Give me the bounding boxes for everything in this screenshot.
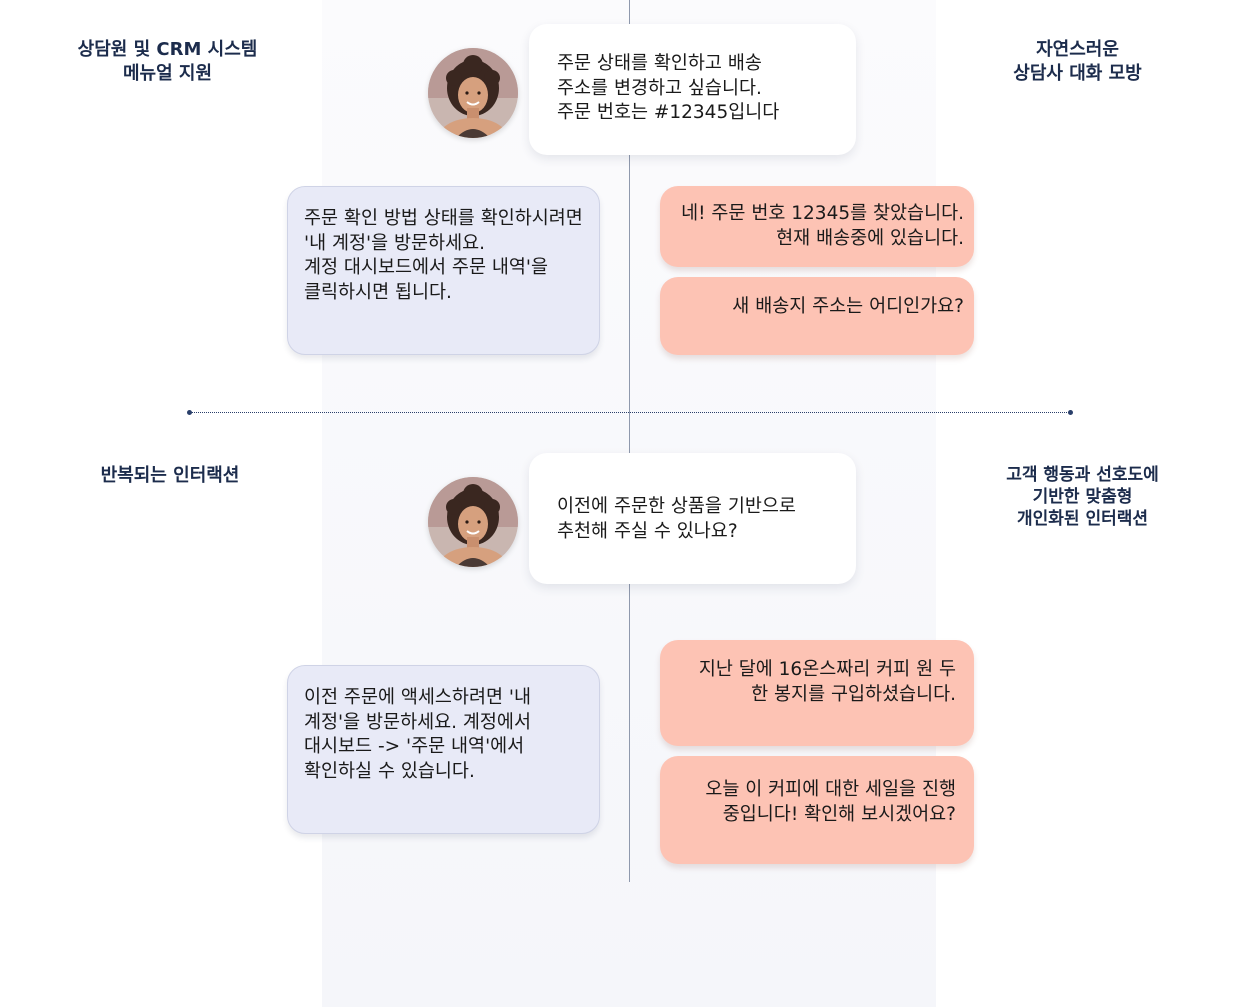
person-icon xyxy=(428,48,518,138)
label-top-right: 자연스러운 상담사 대화 모방 xyxy=(1013,39,1142,84)
label-bottom-left: 반복되는 인터랙션 xyxy=(100,465,240,486)
agent-response-bottom-2: 오늘 이 커피에 대한 세일을 진행 중입니다! 확인해 보시겠어요? xyxy=(660,756,974,864)
label-top-left: 상담원 및 CRM 시스템 메뉴얼 지원 xyxy=(77,39,258,84)
manual-response-bottom: 이전 주문에 액세스하려면 '내 계정'을 방문하세요. 계정에서 대시보드 -… xyxy=(287,665,600,834)
vertical-divider xyxy=(629,0,630,882)
manual-response-top: 주문 확인 방법 상태를 확인하시려면 '내 계정'을 방문하세요. 계정 대시… xyxy=(287,186,600,355)
customer-message-bottom: 이전에 주문한 상품을 기반으로 추천해 주실 수 있나요? xyxy=(529,453,856,584)
agent-response-bottom-1: 지난 달에 16온스짜리 커피 원 두 한 봉지를 구입하셨습니다. xyxy=(660,640,974,746)
divider-dot-right xyxy=(1068,410,1073,415)
customer-avatar xyxy=(428,477,518,567)
agent-response-top-2: 새 배송지 주소는 어디인가요? xyxy=(660,277,974,355)
customer-message-top: 주문 상태를 확인하고 배송 주소를 변경하고 싶습니다. 주문 번호는 #12… xyxy=(529,24,856,155)
agent-response-top-1: 네! 주문 번호 12345를 찾았습니다. 현재 배송중에 있습니다. xyxy=(660,186,974,267)
customer-avatar xyxy=(428,48,518,138)
label-bottom-right: 고객 행동과 선호도에 기반한 맞춤형 개인화된 인터랙션 xyxy=(1006,465,1159,529)
divider-dot-left xyxy=(187,410,192,415)
horizontal-divider xyxy=(190,412,1071,413)
person-icon xyxy=(428,477,518,567)
